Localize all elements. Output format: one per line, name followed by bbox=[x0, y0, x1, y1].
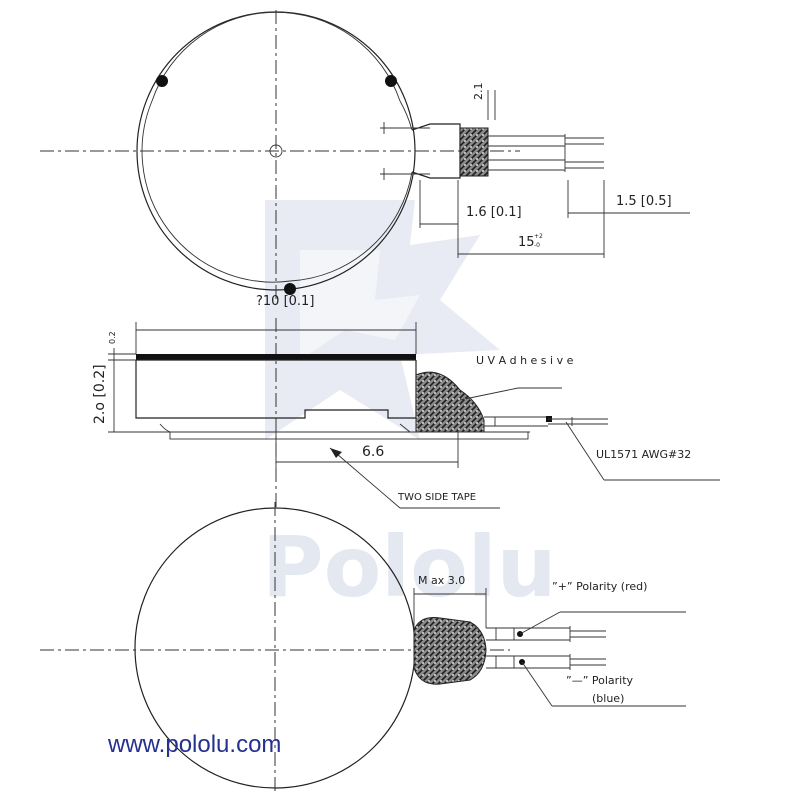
top-view: 2.1 1.6 [0.1] 1.5 [0.5] 15 +2 -0 ?10 [0.… bbox=[40, 10, 690, 309]
label-tape: TWO SIDE TAPE bbox=[397, 492, 476, 503]
dim-top-gap: 0.2 bbox=[108, 331, 117, 344]
dim-wire-tol-bottom: -0 bbox=[534, 242, 540, 249]
bottom-adhesive-blob bbox=[413, 617, 487, 685]
dim-wire-length: 15 bbox=[518, 235, 535, 250]
label-negative-polarity-color: (blue) bbox=[592, 692, 624, 705]
dim-max-blob: M ax 3.0 bbox=[418, 574, 465, 587]
top-terminal-assembly bbox=[380, 122, 604, 180]
watermark-text: Pololu bbox=[262, 518, 556, 616]
dim-lead-length: 1.6 [0.1] bbox=[466, 205, 522, 220]
label-uv-adhesive: U V A d h e s i v e bbox=[476, 354, 574, 367]
uv-adhesive-blob bbox=[415, 371, 485, 433]
dim-diameter: ?10 [0.1] bbox=[256, 294, 314, 309]
leader-wire-spec bbox=[565, 421, 605, 481]
label-positive-polarity: ”+” Polarity (red) bbox=[552, 580, 647, 593]
side-view: 0.2 2.o [0.2] 6.6 U V A d h e s i v e UL… bbox=[92, 318, 720, 510]
dim-strip-length: 1.5 [0.5] bbox=[616, 194, 672, 209]
dim-tape-width: 6.6 bbox=[362, 444, 384, 460]
dim-top-height: 2.1 bbox=[472, 83, 485, 101]
side-body bbox=[135, 360, 417, 419]
leader-tape bbox=[329, 447, 401, 509]
top-dimensions: 2.1 1.6 [0.1] 1.5 [0.5] 15 +2 -0 ?10 [0.… bbox=[256, 83, 690, 309]
solder-point-bottom bbox=[284, 283, 296, 295]
dim-thickness: 2.o [0.2] bbox=[92, 364, 108, 424]
two-side-tape bbox=[169, 431, 529, 440]
leader-uv-adhesive bbox=[459, 387, 519, 401]
bottom-view: M ax 3.0 ”+” Polarity (red) ”—” Polarity… bbox=[40, 502, 686, 795]
solder-point-right bbox=[385, 75, 397, 87]
pololu-watermark: Pololu bbox=[262, 200, 556, 616]
side-top-plate bbox=[136, 354, 416, 360]
dim-wire-tol-top: +2 bbox=[534, 233, 543, 240]
footer-url[interactable]: www.pololu.com bbox=[107, 731, 281, 758]
label-negative-polarity: ”—” Polarity bbox=[566, 674, 634, 687]
solder-point-left bbox=[156, 75, 168, 87]
label-wire-spec: UL1571 AWG#32 bbox=[596, 448, 691, 461]
top-inner-arc-lower bbox=[141, 100, 291, 283]
center-hole bbox=[269, 144, 283, 158]
